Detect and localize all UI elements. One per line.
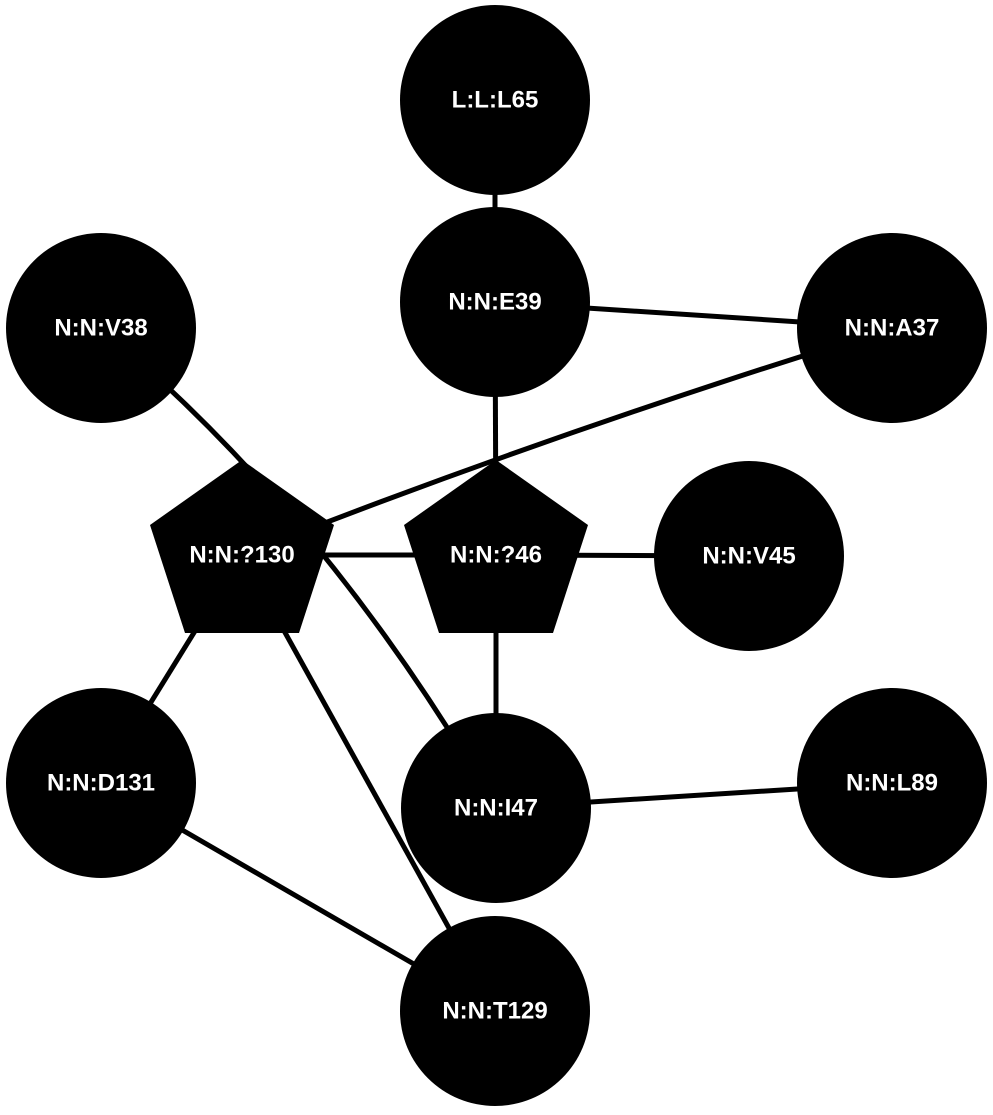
circle-node-shape <box>6 688 196 878</box>
circle-node-shape <box>797 688 987 878</box>
circle-node-shape <box>6 233 196 423</box>
node-label: N:N:A37 <box>845 315 940 342</box>
node-n-n-e39[interactable]: N:N:E39 <box>400 207 590 397</box>
pentagon-node-shape <box>404 460 588 633</box>
circle-node-shape <box>400 5 590 195</box>
node-label: N:N:E39 <box>448 289 541 316</box>
node-label: N:N:D131 <box>47 770 155 797</box>
node-label: N:N:V38 <box>54 315 147 342</box>
node-label: N:N:V45 <box>702 543 795 570</box>
node-label: N:N:?46 <box>450 542 542 569</box>
node-label: N:N:T129 <box>442 998 547 1025</box>
circle-node-shape <box>400 916 590 1106</box>
pentagon-node-shape <box>150 460 334 633</box>
circle-node-shape <box>654 461 844 651</box>
circle-node-shape <box>401 713 591 903</box>
circle-node-shape <box>797 233 987 423</box>
node-l-l-l65[interactable]: L:L:L65 <box>400 5 590 195</box>
node-label: N:N:I47 <box>454 795 538 822</box>
node-n-n-a37[interactable]: N:N:A37 <box>797 233 987 423</box>
node-n-n-i47[interactable]: N:N:I47 <box>401 713 591 903</box>
node-n-n-46[interactable]: N:N:?46 <box>404 460 588 633</box>
node-label: N:N:L89 <box>846 770 938 797</box>
node-n-n-d131[interactable]: N:N:D131 <box>6 688 196 878</box>
node-n-n-v45[interactable]: N:N:V45 <box>654 461 844 651</box>
node-n-n-130[interactable]: N:N:?130 <box>150 460 334 633</box>
node-label: L:L:L65 <box>452 87 539 114</box>
circle-node-shape <box>400 207 590 397</box>
node-n-n-t129[interactable]: N:N:T129 <box>400 916 590 1106</box>
edge-n-n-a37-to-n-n-130 <box>241 325 893 558</box>
node-label: N:N:?130 <box>189 542 294 569</box>
node-n-n-l89[interactable]: N:N:L89 <box>797 688 987 878</box>
node-n-n-v38[interactable]: N:N:V38 <box>6 233 196 423</box>
